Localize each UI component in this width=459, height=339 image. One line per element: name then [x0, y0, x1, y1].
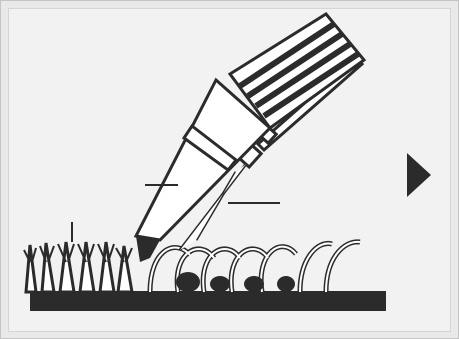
loop-base-blobs: [176, 272, 295, 292]
next-arrow-icon[interactable]: [407, 153, 431, 197]
backing-strip: [30, 291, 386, 311]
tuft-fibers: [24, 244, 132, 262]
tufting-gun: [136, 14, 364, 262]
